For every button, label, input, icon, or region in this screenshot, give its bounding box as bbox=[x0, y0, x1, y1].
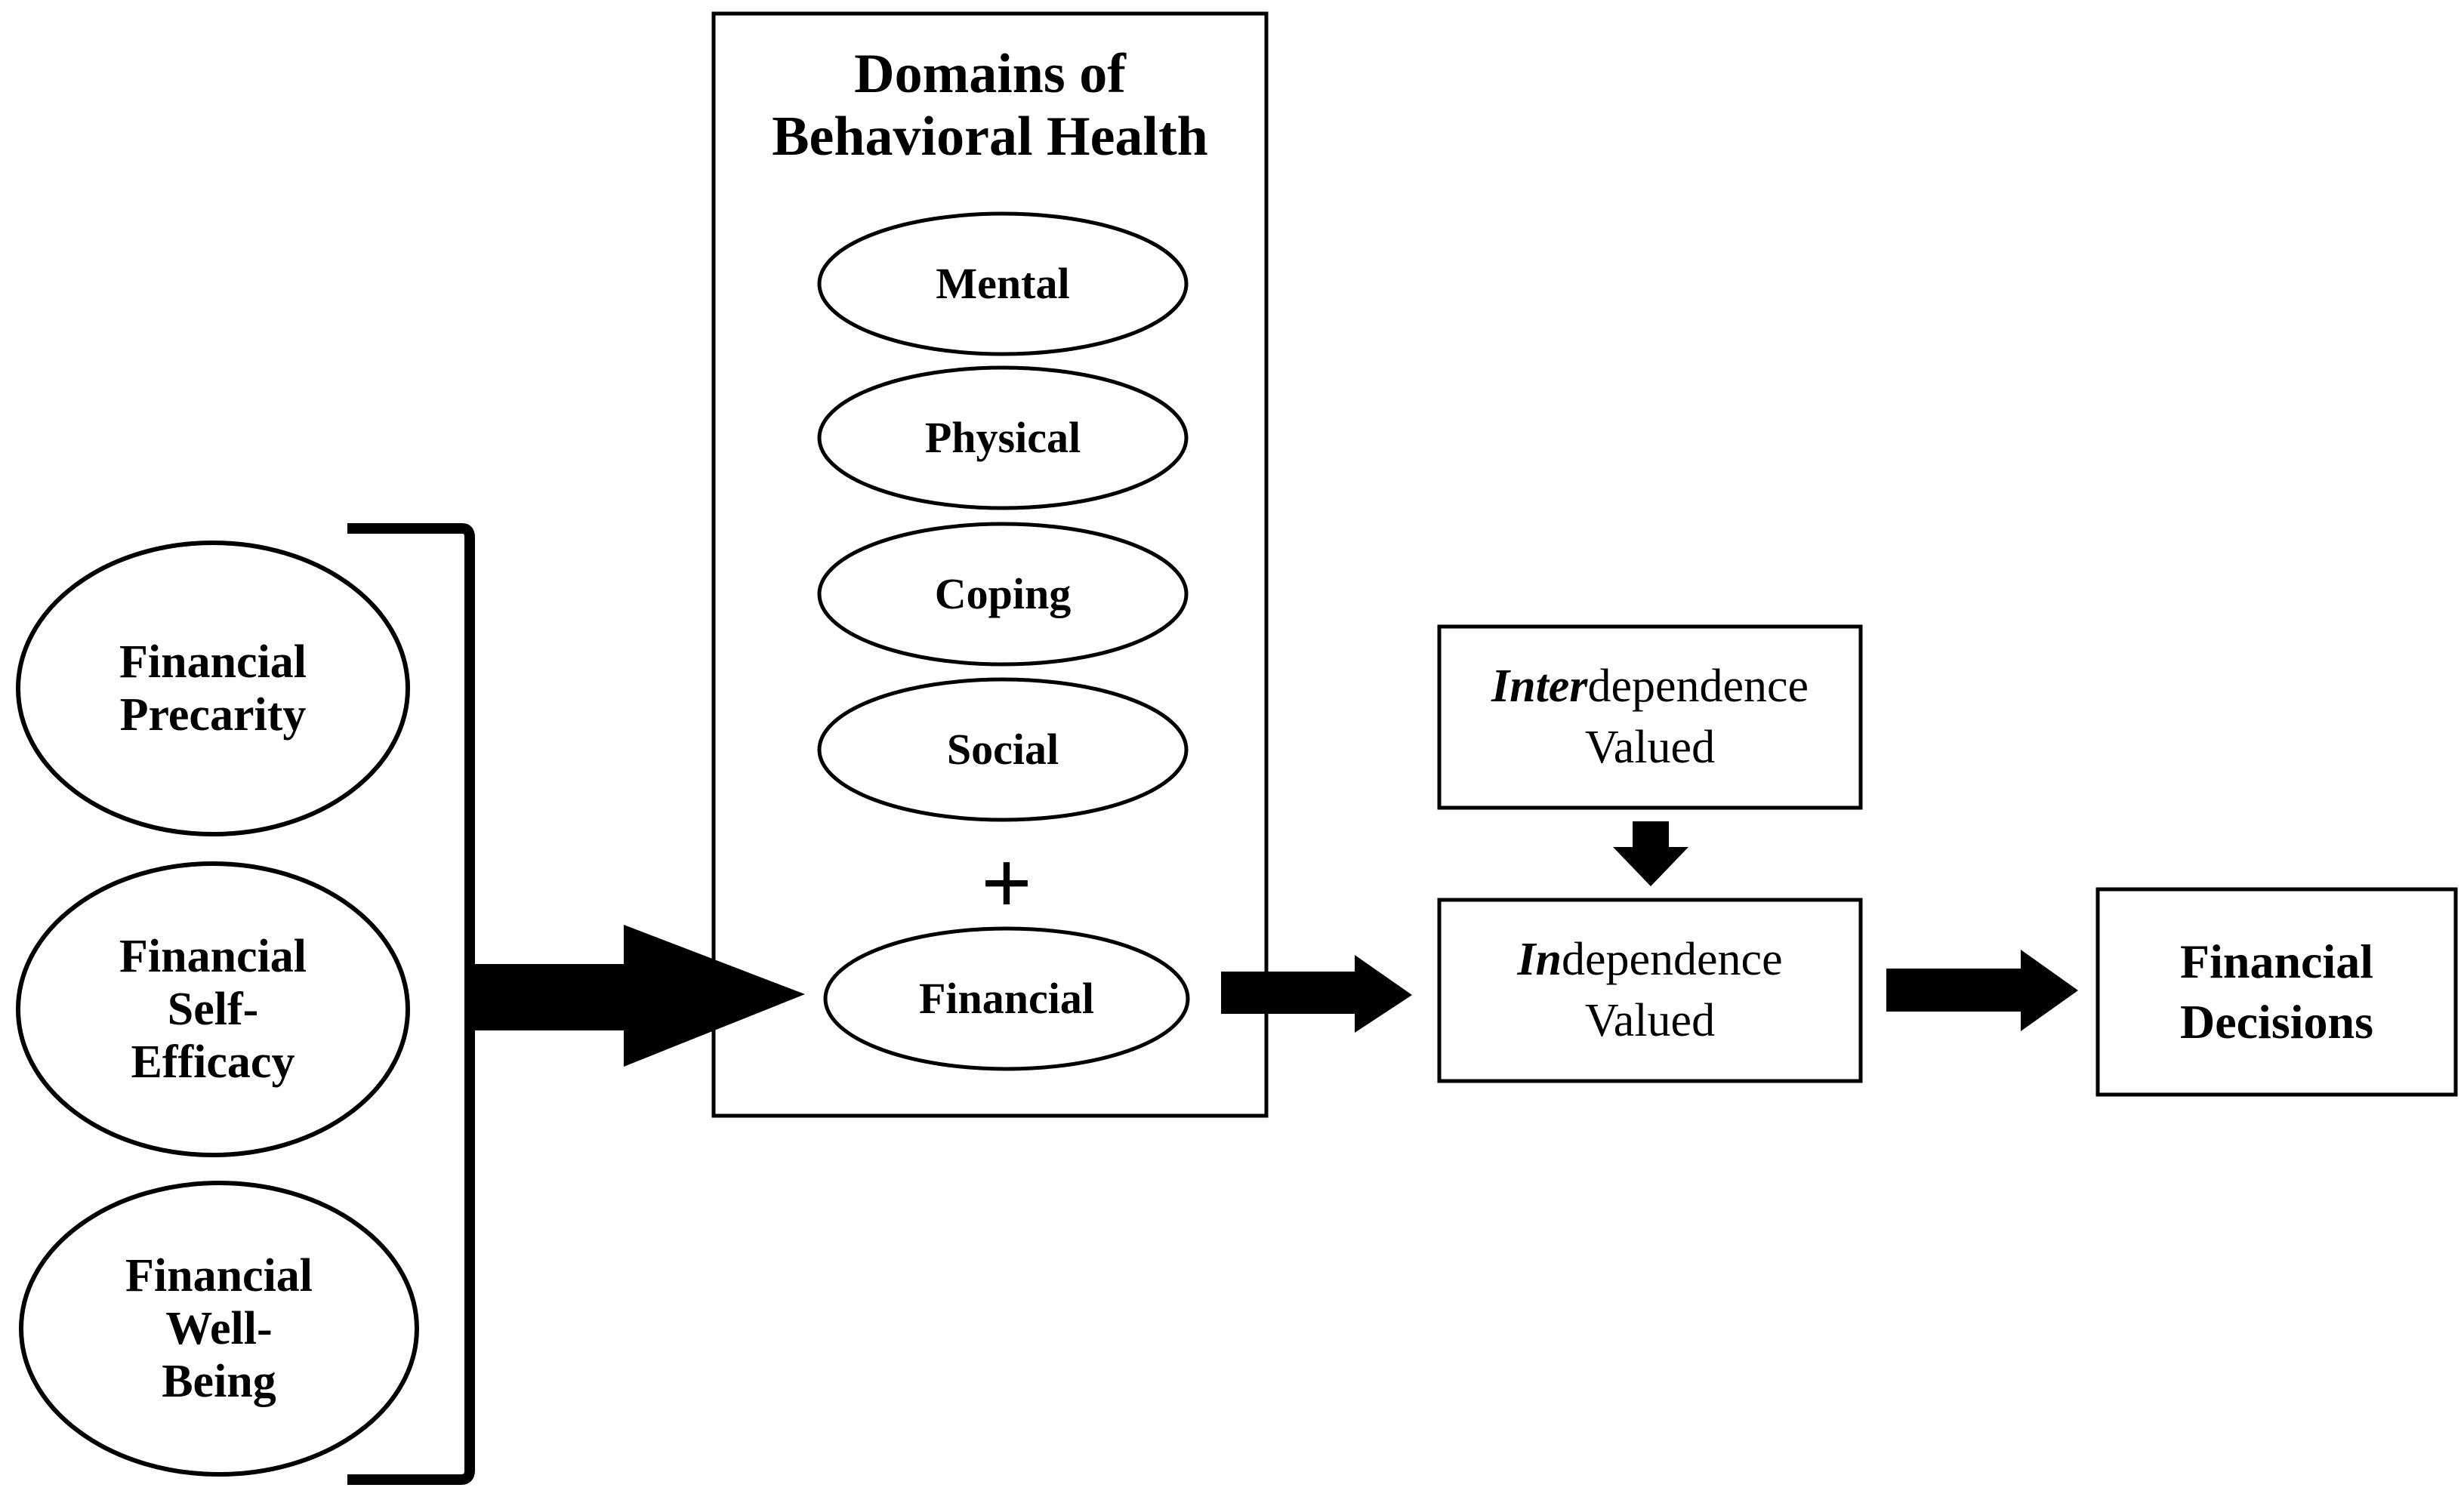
domain-coping-ellipse bbox=[817, 522, 1189, 667]
interdependence-rest: dependence bbox=[1587, 661, 1809, 713]
financial-decisions-line2: Decisions bbox=[2180, 995, 2373, 1049]
grouping-bracket bbox=[347, 523, 475, 1485]
financial-well-being-line2: Well- bbox=[165, 1302, 273, 1354]
financial-well-being-ellipse bbox=[19, 1181, 419, 1477]
plus-symbol-text: + bbox=[980, 833, 1033, 933]
financial-well-being-label: Financial Well- Being bbox=[21, 1183, 417, 1474]
financial-precarity-line2: Precarity bbox=[119, 689, 307, 741]
arrow-interdependence-down bbox=[1613, 821, 1688, 886]
domain-social-text: Social bbox=[946, 725, 1059, 775]
financial-self-efficacy-line1: Financial bbox=[119, 930, 307, 982]
arrow-to-decisions bbox=[1886, 950, 2078, 1031]
interdependence-line1: Interdependence bbox=[1491, 656, 1809, 717]
antecedents-arrow bbox=[473, 925, 805, 1067]
domain-financial-ellipse bbox=[823, 926, 1190, 1071]
domain-mental-text: Mental bbox=[936, 259, 1070, 309]
domains-title: Domains of Behavioral Health bbox=[714, 30, 1266, 181]
domain-mental-label: Mental bbox=[819, 214, 1186, 354]
domain-mental-ellipse bbox=[817, 211, 1189, 356]
domains-title-line2: Behavioral Health bbox=[772, 106, 1208, 168]
domain-physical-text: Physical bbox=[924, 413, 1081, 463]
domain-financial-label: Financial bbox=[825, 929, 1188, 1069]
domain-social-ellipse bbox=[817, 677, 1189, 822]
independence-label: Independence Valued bbox=[1439, 900, 1861, 1081]
interdependence-line2: Valued bbox=[1584, 722, 1716, 773]
domain-coping-label: Coping bbox=[819, 524, 1186, 664]
independence-box bbox=[1437, 898, 1863, 1083]
domain-coping-text: Coping bbox=[934, 569, 1072, 619]
independence-line1: Independence bbox=[1517, 929, 1782, 990]
financial-self-efficacy-line3: Efficacy bbox=[131, 1036, 295, 1089]
interdependence-emphasis: Inter bbox=[1491, 661, 1588, 713]
financial-precarity-label: Financial Precarity bbox=[18, 543, 408, 834]
financial-self-efficacy-label: Financial Self- Efficacy bbox=[18, 864, 408, 1155]
financial-decisions-line1: Financial bbox=[2179, 935, 2374, 988]
financial-decisions-label: Financial Decisions bbox=[2098, 889, 2456, 1095]
financial-self-efficacy-line2: Self- bbox=[167, 983, 259, 1035]
independence-line2: Valued bbox=[1584, 995, 1716, 1046]
financial-decisions-box bbox=[2095, 887, 2458, 1097]
domains-box bbox=[711, 11, 1269, 1118]
domain-physical-label: Physical bbox=[819, 368, 1186, 508]
domains-title-line1: Domains of bbox=[854, 43, 1126, 106]
independence-emphasis: In bbox=[1517, 934, 1562, 986]
interdependence-box bbox=[1437, 624, 1863, 810]
domain-social-label: Social bbox=[819, 679, 1186, 820]
independence-rest: dependence bbox=[1562, 934, 1783, 986]
financial-well-being-line1: Financial bbox=[125, 1249, 313, 1301]
domain-physical-ellipse bbox=[817, 365, 1189, 510]
financial-well-being-line3: Being bbox=[162, 1356, 276, 1408]
financial-precarity-line1: Financial bbox=[119, 636, 307, 688]
financial-self-efficacy-ellipse bbox=[16, 861, 410, 1157]
interdependence-label: Interdependence Valued bbox=[1439, 627, 1861, 808]
financial-precarity-ellipse bbox=[16, 541, 410, 836]
domain-financial-text: Financial bbox=[918, 974, 1095, 1024]
plus-symbol: + bbox=[931, 834, 1082, 932]
arrow-to-independence bbox=[1221, 955, 1412, 1033]
